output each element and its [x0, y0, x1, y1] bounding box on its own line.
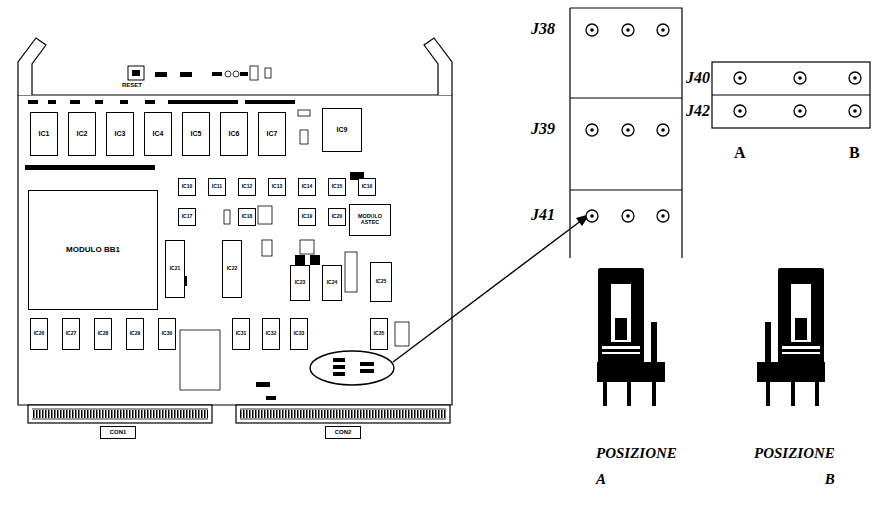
chip-box: IC3: [106, 112, 134, 156]
chip-box: IC10: [178, 178, 196, 196]
jumper-name: J38: [531, 20, 555, 38]
chip-box: IC29: [126, 318, 144, 350]
chip-label: IC19: [302, 214, 313, 219]
chip-box: IC15: [328, 178, 346, 196]
chip-label: IC6: [229, 130, 240, 137]
chip-label: IC24: [327, 280, 338, 285]
chip-label: IC18: [242, 214, 253, 219]
chip-label: IC2: [77, 130, 88, 137]
chip-box: IC2: [68, 112, 96, 156]
chip-box: IC19: [298, 208, 316, 226]
chip-box: IC17: [178, 208, 196, 226]
jumper-name: J39: [531, 120, 555, 138]
chip-label: IC1: [39, 130, 50, 137]
module-box: MODULO BB1: [28, 190, 158, 310]
chip-box: IC13: [268, 178, 286, 196]
chip-label: CON1: [110, 429, 127, 435]
chip-box: IC26: [30, 318, 48, 350]
chip-label: IC16: [362, 184, 373, 189]
chip-label: IC28: [98, 331, 109, 336]
position-caption: POSIZIONE A: [596, 440, 677, 492]
chip-box: IC7: [258, 112, 286, 156]
chip-box: IC11: [208, 178, 226, 196]
chip-label: IC35: [374, 331, 385, 336]
chip-label: IC33: [294, 331, 305, 336]
chip-box: IC31: [232, 318, 250, 350]
chip-label: IC11: [212, 184, 222, 189]
chip-label: MODULO BB1: [66, 246, 120, 254]
position-letter: A: [734, 144, 746, 162]
chip-box: IC18: [238, 208, 256, 226]
connector-label-box: CON1: [100, 426, 136, 439]
chip-box: IC4: [144, 112, 172, 156]
chip-box: IC9: [322, 108, 362, 152]
module-box: MODULO ASTEC: [349, 204, 391, 236]
chip-box: IC35: [370, 318, 388, 350]
chip-box: IC14: [298, 178, 316, 196]
connector-label-box: CON2: [325, 426, 361, 439]
position-letter: B: [849, 144, 860, 162]
chip-label: CON2: [335, 429, 352, 435]
chip-label: IC15: [332, 184, 343, 189]
chip-box: IC20: [328, 208, 346, 226]
chip-box: IC1: [30, 112, 58, 156]
chip-box: IC32: [262, 318, 280, 350]
chip-label: IC10: [182, 184, 193, 189]
chip-label: IC12: [242, 184, 253, 189]
chip-box: IC33: [290, 318, 308, 350]
chip-box: IC6: [220, 112, 248, 156]
chip-label: IC30: [162, 331, 173, 336]
chip-label: IC26: [34, 331, 45, 336]
button-label: RESET: [122, 82, 142, 88]
chip-box: IC25: [370, 262, 392, 302]
chip-label: IC13: [272, 184, 283, 189]
chip-box: IC5: [182, 112, 210, 156]
chip-label: IC7: [267, 130, 278, 137]
chip-label: IC17: [182, 214, 193, 219]
chip-box: IC23: [290, 265, 310, 301]
chip-label: IC32: [266, 331, 277, 336]
chip-label: IC22: [227, 266, 238, 271]
chip-label: MODULO ASTEC: [350, 214, 390, 225]
chip-label: IC20: [332, 214, 343, 219]
chip-box: IC22: [222, 240, 242, 298]
jumper-name: J40: [686, 69, 710, 87]
chip-box: IC30: [158, 318, 176, 350]
chip-label: IC23: [295, 280, 306, 285]
jumper-name: J42: [686, 102, 710, 120]
chip-box: IC27: [62, 318, 80, 350]
chip-box: IC24: [322, 265, 342, 301]
chip-label: IC4: [153, 130, 164, 137]
chip-label: IC25: [376, 279, 387, 284]
position-caption: POSIZIONE B: [754, 440, 835, 492]
chip-label: IC27: [66, 331, 77, 336]
chip-label: IC5: [191, 130, 202, 137]
chip-label: IC14: [302, 184, 313, 189]
chip-label: IC3: [115, 130, 126, 137]
chip-label: IC9: [337, 126, 348, 133]
chip-label: IC31: [236, 331, 247, 336]
chip-box: IC12: [238, 178, 256, 196]
chip-box: IC21: [165, 240, 185, 298]
chip-label: IC21: [170, 266, 181, 271]
chip-box: IC28: [94, 318, 112, 350]
chip-box: IC16: [358, 178, 376, 196]
jumper-name: J41: [531, 206, 555, 224]
chip-label: IC29: [130, 331, 141, 336]
